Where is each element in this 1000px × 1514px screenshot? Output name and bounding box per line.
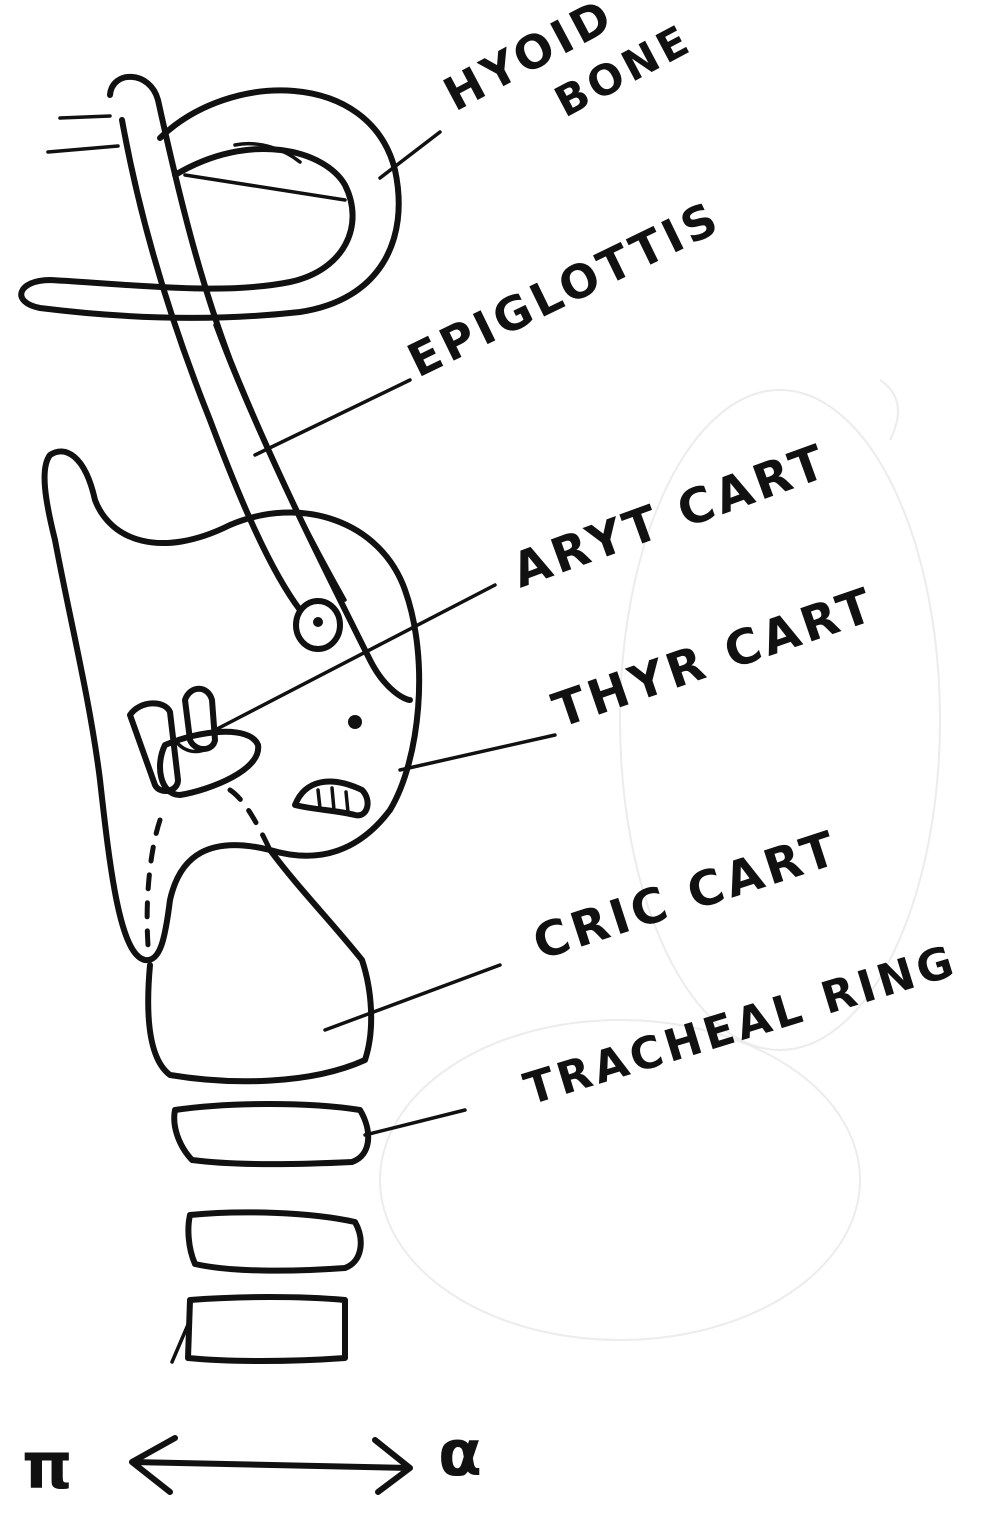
label-epiglottis: EPIGLOTTIS bbox=[399, 190, 729, 388]
arytenoid-cartilage bbox=[130, 689, 258, 795]
label-thyr: THYR CART bbox=[546, 577, 883, 740]
label-tracheal: TRACHEAL RING bbox=[518, 935, 963, 1115]
double-arrow-icon bbox=[132, 1438, 410, 1492]
tracheal-ring-2 bbox=[188, 1212, 360, 1270]
thyroid-dot bbox=[348, 715, 362, 729]
right-marker: α bbox=[438, 1417, 486, 1491]
leader-epiglottis bbox=[255, 380, 410, 455]
thyroid-cartilage bbox=[45, 451, 420, 960]
hyoid-bone bbox=[21, 90, 398, 317]
direction-indicator: π α bbox=[22, 1417, 486, 1504]
leader-lines bbox=[215, 132, 555, 1135]
label-cric: CRIC CART bbox=[526, 820, 846, 971]
leader-cric bbox=[325, 965, 500, 1030]
leader-tracheal bbox=[365, 1110, 465, 1135]
tracheal-ring-3 bbox=[188, 1297, 345, 1361]
label-aryt: ARYT CART bbox=[505, 433, 836, 599]
leader-aryt bbox=[215, 585, 495, 730]
cricoid-cartilage bbox=[147, 790, 371, 1081]
epiglottis bbox=[110, 77, 410, 700]
tracheal-rings bbox=[172, 1104, 368, 1362]
left-marker: π bbox=[22, 1430, 77, 1504]
leader-thyr bbox=[400, 735, 555, 770]
tracheal-ring-1 bbox=[174, 1104, 368, 1164]
